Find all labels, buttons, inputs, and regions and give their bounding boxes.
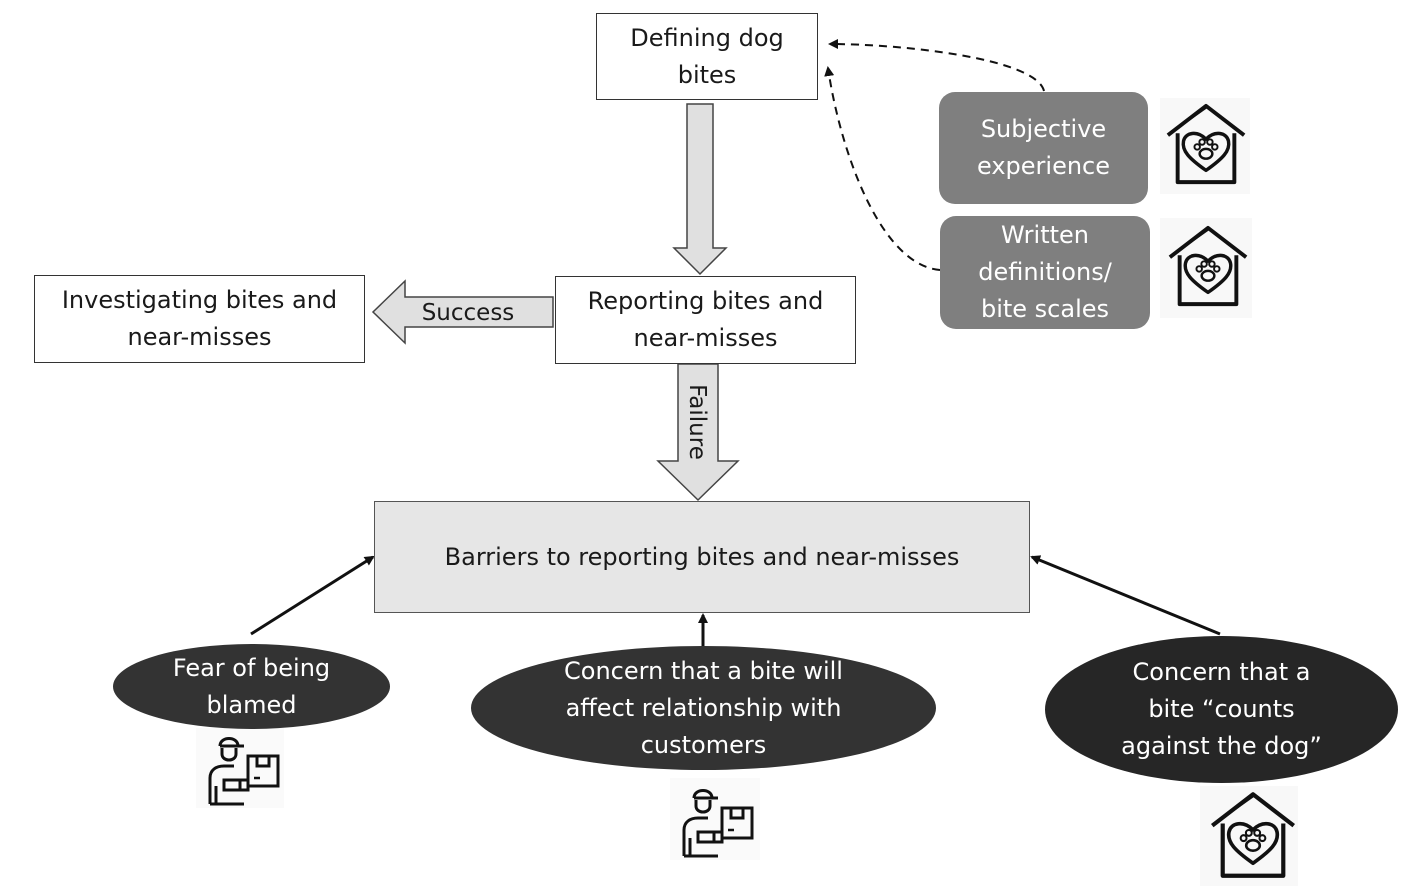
subjective-experience-pill: Subjective experience	[939, 92, 1148, 204]
reporting-box: Reporting bites and near-misses	[555, 276, 856, 364]
failure-label: Failure	[684, 384, 710, 460]
dashed-arrow-written	[824, 66, 941, 271]
concern-customers-oval: Concern that a bite will affect relation…	[471, 646, 936, 770]
arrow-defining-to-reporting	[672, 103, 728, 276]
concern-dog-oval: Concern that a bite “counts against the …	[1045, 636, 1398, 783]
investigating-box: Investigating bites and near-misses	[34, 275, 365, 363]
arrow-success	[371, 279, 554, 345]
dashed-arrow-subjective	[828, 39, 1045, 92]
written-definitions-pill: Written definitions/ bite scales	[940, 216, 1150, 329]
arrow-fear-to-barriers	[250, 555, 375, 636]
barriers-box: Barriers to reporting bites and near-mis…	[374, 501, 1030, 613]
success-label: Success	[422, 300, 515, 326]
arrow-dog-to-barriers	[1030, 555, 1221, 636]
defining-dog-bites-box: Defining dog bites	[596, 13, 818, 100]
fear-of-blame-oval: Fear of being blamed	[113, 644, 390, 729]
arrow-failure	[656, 363, 740, 502]
